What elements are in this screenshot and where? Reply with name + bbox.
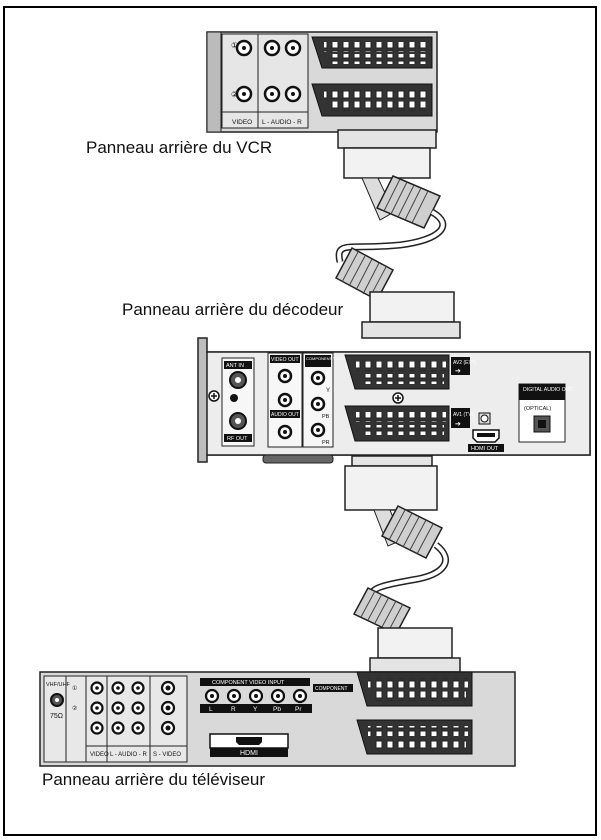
vcr-audio-label: L - AUDIO - R [262, 119, 302, 126]
component-pr-label: PR [322, 440, 330, 446]
ant-in-label: ANT IN [226, 363, 244, 369]
decoder-av2-scart-socket[interactable] [344, 354, 450, 390]
component-pb-label: PB [322, 414, 330, 420]
component-video-out-label: COMPONENT VIDEO OUT [306, 356, 356, 361]
tv-hdmi-label: HDMI [240, 750, 258, 757]
vcr-scart-socket-2[interactable] [311, 83, 433, 117]
scart-cable-vcr-to-decoder [334, 129, 461, 339]
component-pr-jack[interactable] [310, 422, 326, 438]
ant-in-connector[interactable] [229, 371, 247, 389]
tv-input-1-icon: ① [72, 685, 77, 692]
antenna-input-connector[interactable] [50, 693, 64, 707]
component-pb-jack[interactable] [310, 396, 326, 412]
tv-s-video-label: S - VIDEO [153, 752, 181, 758]
vhf-uhf-label: VHF/UHF [46, 682, 70, 688]
tv-video-label: VIDEO [90, 752, 109, 758]
hdmi-out-port[interactable] [472, 429, 500, 443]
vcr-rear-panel: ① ② VIDEO L - AUDIO - R [206, 31, 438, 133]
tv-hdmi-port[interactable] [209, 733, 289, 749]
optical-label: (OPTICAL) [524, 406, 551, 412]
tv-caption: Panneau arrière du téléviseur [42, 770, 266, 789]
tv-scart-socket-1[interactable] [356, 671, 473, 707]
video-out-jack[interactable] [277, 368, 293, 384]
decoder-caption: Panneau arrière du décodeur [122, 300, 344, 319]
component-port-label-r: R [231, 706, 236, 713]
optical-out-port[interactable] [533, 415, 551, 433]
output-arrow-icon: ➔ [455, 368, 461, 375]
component-port-label-pb: Pb [273, 706, 281, 713]
screw-icon [392, 392, 404, 404]
tv-rear-panel: VHF/UHF 75Ω ① ② VIDEO L - AUDIO - R S - … [39, 671, 516, 767]
input-arrow-icon: ➔ [455, 421, 461, 428]
vcr-input-2-icon: ② [231, 90, 238, 99]
vcr-caption: Panneau arrière du VCR [86, 138, 273, 157]
hdmi-out-label: HDMI OUT [471, 446, 499, 452]
component-port-label-l: L [209, 706, 213, 713]
rf-out-label: RF OUT [227, 436, 248, 442]
vcr-rca-jacks[interactable] [235, 39, 302, 103]
video-out-label: VIDEO OUT [271, 357, 299, 363]
digital-audio-out-label: DIGITAL AUDIO OUT [523, 387, 573, 393]
vcr-video-label: VIDEO [232, 119, 252, 126]
tv-audio-label: L - AUDIO - R [110, 752, 147, 758]
audio-out-jack-r[interactable] [277, 392, 293, 408]
component-label: COMPONENT [315, 686, 348, 692]
impedance-label: 75Ω [50, 713, 63, 720]
audio-out-jack-l[interactable] [277, 424, 293, 440]
decoder-av1-scart-socket[interactable] [344, 405, 450, 442]
screw-icon [478, 412, 491, 425]
component-video-input-label: COMPONENT VIDEO INPUT [212, 680, 285, 686]
tv-component-jacks[interactable] [204, 688, 308, 704]
component-y-jack[interactable] [310, 370, 326, 386]
tv-input-2-icon: ② [72, 705, 77, 712]
vcr-scart-socket-1[interactable] [311, 36, 433, 69]
indicator-dot [230, 394, 238, 402]
rf-out-connector[interactable] [229, 412, 247, 430]
screw-icon [208, 390, 220, 402]
tv-scart-socket-2[interactable] [356, 719, 473, 755]
audio-out-label: AUDIO OUT [271, 412, 299, 418]
av1-label: AV1 (TV) [453, 412, 474, 418]
component-port-label-pr: Pr [295, 706, 302, 713]
s-video-jacks[interactable] [160, 680, 176, 736]
component-y-label: Y [326, 388, 330, 394]
component-port-label-y: Y [253, 706, 258, 713]
av2-label: AV2 (EXT) [453, 360, 477, 366]
vcr-input-1-icon: ① [231, 41, 238, 50]
tv-rca-jacks[interactable] [90, 681, 145, 735]
scart-cable-decoder-to-tv [344, 455, 461, 673]
decoder-rear-panel: ANT IN RF OUT VIDEO OUT AUDIO OUT COMPON… [197, 337, 591, 464]
